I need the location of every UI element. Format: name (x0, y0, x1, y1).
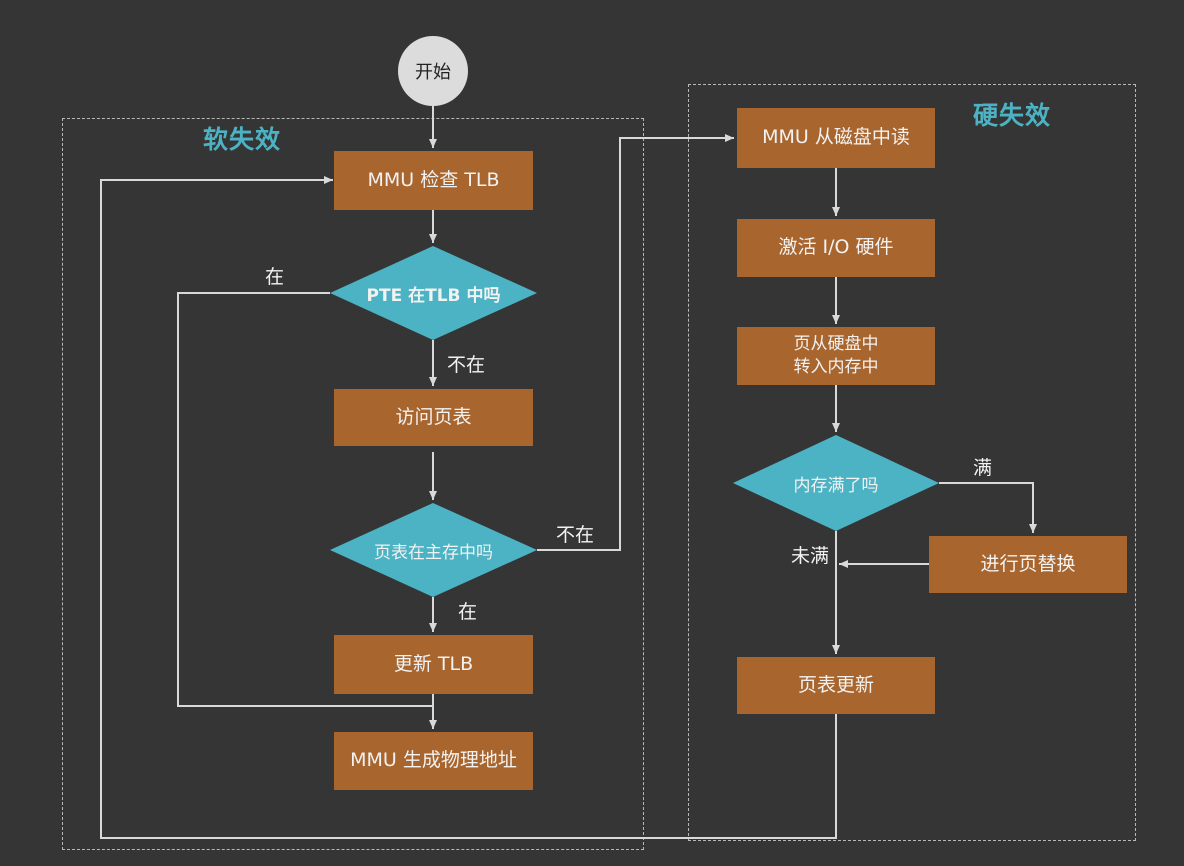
arrow-full-to-replace (939, 482, 1037, 533)
read-from-disk-box: MMU 从磁盘中读 (737, 108, 935, 168)
label-not-full: 未满 (791, 545, 830, 567)
arrow-not-in-memory (537, 134, 734, 551)
label-not-in-memory: 不在 (556, 524, 595, 546)
start-node: 开始 (398, 36, 468, 106)
decision-page-in-memory-shape (330, 503, 537, 597)
memory-full-decision: 内存满了吗 (793, 475, 879, 496)
arrow-in-tlb-bypass (177, 292, 433, 707)
decision-memory-full-shape (733, 435, 939, 531)
access-page-table-box: 访问页表 (334, 389, 533, 446)
label-not-in-tlb: 不在 (447, 354, 486, 376)
hard-fault-region (688, 84, 1136, 841)
label-in-tlb: 在 (265, 266, 285, 288)
generate-address-box: MMU 生成物理地址 (334, 732, 533, 790)
decision-pte-in-tlb-shape (330, 246, 537, 340)
soft-fault-title: 软失效 (203, 125, 282, 154)
soft-fault-region (62, 118, 644, 850)
update-page-table-box: 页表更新 (737, 657, 935, 714)
pte-in-tlb-decision: PTE 在TLB 中吗 (366, 285, 501, 306)
arrow-return-loop (100, 176, 837, 839)
page-replacement-box: 进行页替换 (929, 536, 1127, 593)
hard-fault-title: 硬失效 (973, 101, 1052, 130)
label-full: 满 (973, 457, 993, 479)
update-tlb-box: 更新 TLB (334, 635, 533, 694)
check-tlb-box: MMU 检查 TLB (334, 151, 533, 210)
label-in-memory: 在 (458, 601, 478, 623)
page-to-memory-line2: 转入内存中 (793, 357, 879, 377)
page-to-memory-line1: 页从硬盘中 (793, 334, 879, 355)
page-to-memory-box: 页从硬盘中 转入内存中 (737, 327, 935, 385)
page-in-memory-decision: 页表在主存中吗 (374, 542, 493, 563)
activate-io-box: 激活 I/O 硬件 (737, 219, 935, 277)
